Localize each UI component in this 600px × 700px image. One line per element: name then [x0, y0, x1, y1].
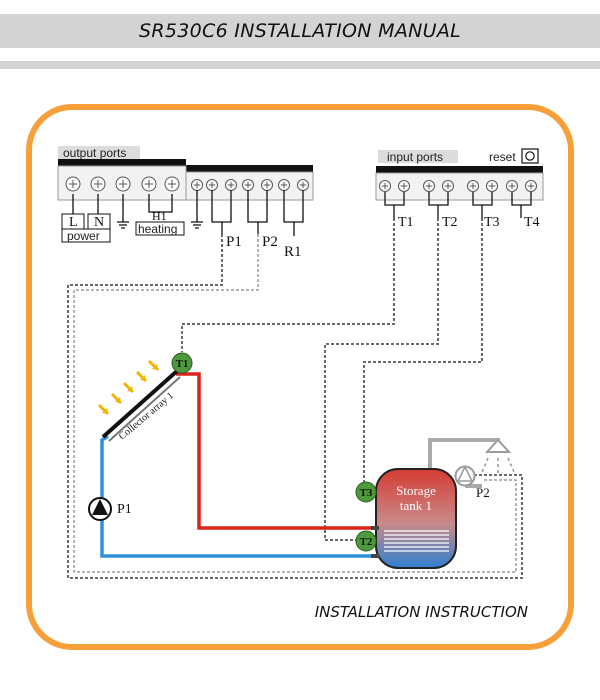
sun-ray-tip-4 [115, 397, 121, 403]
tank-title-line1: Storage [396, 483, 436, 498]
pump-P2-label: P2 [476, 485, 490, 500]
sensor-T1-label: T1 [176, 358, 189, 370]
heat-exchanger-coil [384, 530, 449, 552]
power-label: power [67, 229, 100, 243]
input-screw-4 [442, 180, 454, 192]
output-ports-label: output ports [63, 146, 126, 160]
output-screws [65, 176, 309, 192]
output-ports-label-box [58, 146, 140, 159]
output-terminal-block: output ports [57, 146, 314, 201]
output-wiring [72, 190, 304, 236]
output-screw-11 [278, 179, 290, 191]
output-block-top-left [58, 159, 186, 166]
sun-ray-tip-2 [140, 375, 146, 381]
input-screw-1 [379, 180, 391, 192]
input-T1-label: T1 [398, 215, 414, 230]
sensor-T2-badge: T2 [355, 530, 377, 552]
input-screw-8 [525, 180, 537, 192]
sun-ray-tip-5 [102, 408, 108, 414]
input-terminal-block: input ports reset [375, 148, 544, 201]
terminal-L-label: L [69, 215, 78, 230]
reset-button[interactable] [521, 148, 539, 164]
heating-label: heating [138, 222, 177, 236]
power-label-box [61, 228, 111, 243]
input-ports-label-box [378, 150, 458, 163]
h1-label: H1 [152, 209, 167, 223]
output-R1-label: R1 [284, 244, 302, 260]
sun-ray-tip-1 [152, 364, 158, 370]
input-screw-5 [467, 180, 479, 192]
cold-pipe [100, 434, 376, 558]
output-screw-10 [261, 179, 273, 191]
hot-pipe [176, 372, 378, 530]
header-divider [0, 61, 600, 69]
collector-array: Collector array 1 [97, 359, 181, 442]
sun-ray-tip-3 [127, 386, 133, 392]
footer-caption: INSTALLATION INSTRUCTION [314, 603, 528, 621]
reset-label: reset [489, 150, 516, 164]
output-screw-6 [191, 179, 203, 191]
input-ports-label: input ports [387, 150, 443, 164]
input-screw-2 [398, 180, 410, 192]
output-screw-8 [225, 179, 237, 191]
input-screw-7 [506, 180, 518, 192]
output-screw-1 [65, 176, 81, 192]
input-wiring [384, 192, 532, 218]
input-T4-label: T4 [524, 215, 540, 230]
output-screw-4 [141, 176, 157, 192]
input-T3-label: T3 [484, 215, 500, 230]
pump-P1-icon [88, 497, 112, 521]
sensor-T3-badge: T3 [355, 481, 377, 503]
output-screw-7 [206, 179, 218, 191]
header-bar [0, 14, 600, 48]
terminal-N-label: N [94, 215, 104, 230]
sensor-T1-badge: T1 [171, 352, 193, 374]
input-T2-label: T2 [442, 215, 458, 230]
output-screw-5 [164, 176, 180, 192]
storage-tank: Storage tank 1 [371, 468, 457, 569]
signal-wires [67, 218, 523, 579]
sensor-T3-label: T3 [360, 487, 373, 499]
tank-title-line2: tank 1 [400, 498, 432, 513]
sensor-T2-label: T2 [360, 536, 373, 548]
input-screw-3 [423, 180, 435, 192]
input-screw-6 [486, 180, 498, 192]
reset-circle-icon [525, 151, 535, 161]
output-screw-9 [242, 179, 254, 191]
sun-rays [97, 359, 160, 416]
output-P1-label: P1 [226, 234, 242, 250]
pump-P2-icon [454, 465, 476, 487]
input-screws [379, 180, 537, 192]
output-screw-12 [297, 179, 309, 191]
output-screw-2 [90, 176, 106, 192]
output-screw-3 [115, 176, 131, 192]
shower-head-icon [481, 438, 515, 474]
page-title: SR530C6 INSTALLATION MANUAL [138, 20, 462, 42]
heating-label-box [135, 221, 185, 236]
pump-P1-label: P1 [117, 502, 132, 517]
input-block-top [376, 166, 543, 173]
output-P2-label: P2 [262, 234, 278, 250]
output-block-top-right [186, 165, 313, 172]
